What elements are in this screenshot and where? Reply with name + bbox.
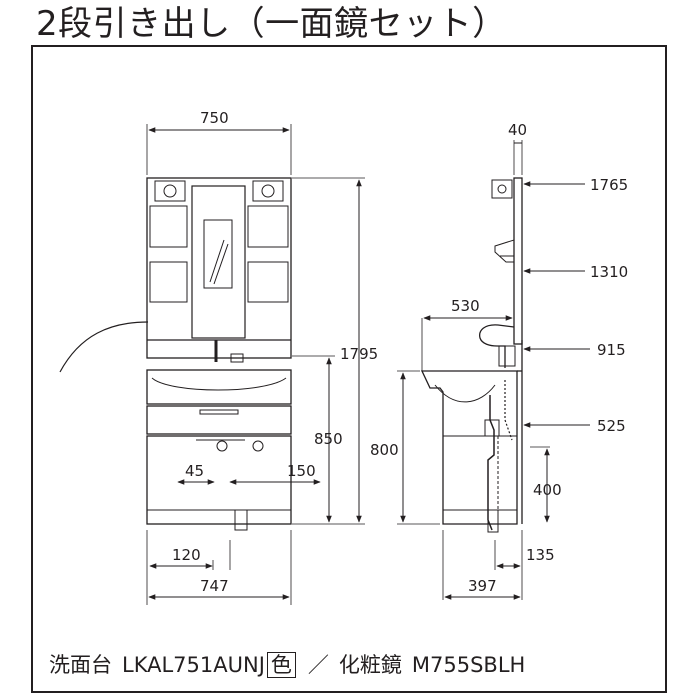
drawing-frame: [31, 45, 667, 693]
dim-120: 120: [172, 546, 201, 564]
side-cabinet: [513, 177, 523, 345]
lower-drawer: [146, 435, 292, 525]
vanity-model: LKAL751AUNJ: [122, 653, 265, 677]
dim-1765: 1765: [590, 176, 628, 194]
dim-1310: 1310: [590, 263, 628, 281]
dim-45: 45: [185, 462, 204, 480]
mirror-label: 化粧鏡: [338, 653, 402, 677]
vanity-label: 洗面台: [49, 653, 112, 677]
dim-850: 850: [314, 430, 343, 448]
separator: ／: [307, 653, 329, 677]
dim-530: 530: [451, 297, 480, 315]
dim-525: 525: [597, 417, 626, 435]
upper-drawer: [146, 405, 292, 435]
dim-800: 800: [370, 441, 399, 459]
color-box: 色: [266, 652, 296, 678]
dim-400: 400: [533, 481, 562, 499]
dim-135: 135: [526, 546, 555, 564]
dim-40: 40: [508, 121, 527, 139]
front-view: [59, 124, 365, 605]
dim-750: 750: [200, 109, 229, 127]
side-vanity: [420, 370, 518, 525]
side-view: [397, 140, 590, 600]
dim-150: 150: [287, 462, 316, 480]
dim-747: 747: [200, 577, 229, 595]
dim-397: 397: [468, 577, 497, 595]
vanity-counter: [146, 369, 292, 405]
dim-915: 915: [597, 341, 626, 359]
dim-1795: 1795: [340, 345, 378, 363]
mirror-model: M755SBLH: [411, 653, 526, 677]
mirror-cabinet: [146, 177, 292, 359]
model-footer: 洗面台 LKAL751AUNJ 色 ／ 化粧鏡 M755SBLH: [49, 650, 525, 680]
page-title: 2段引き出し（一面鏡セット）: [36, 4, 507, 44]
